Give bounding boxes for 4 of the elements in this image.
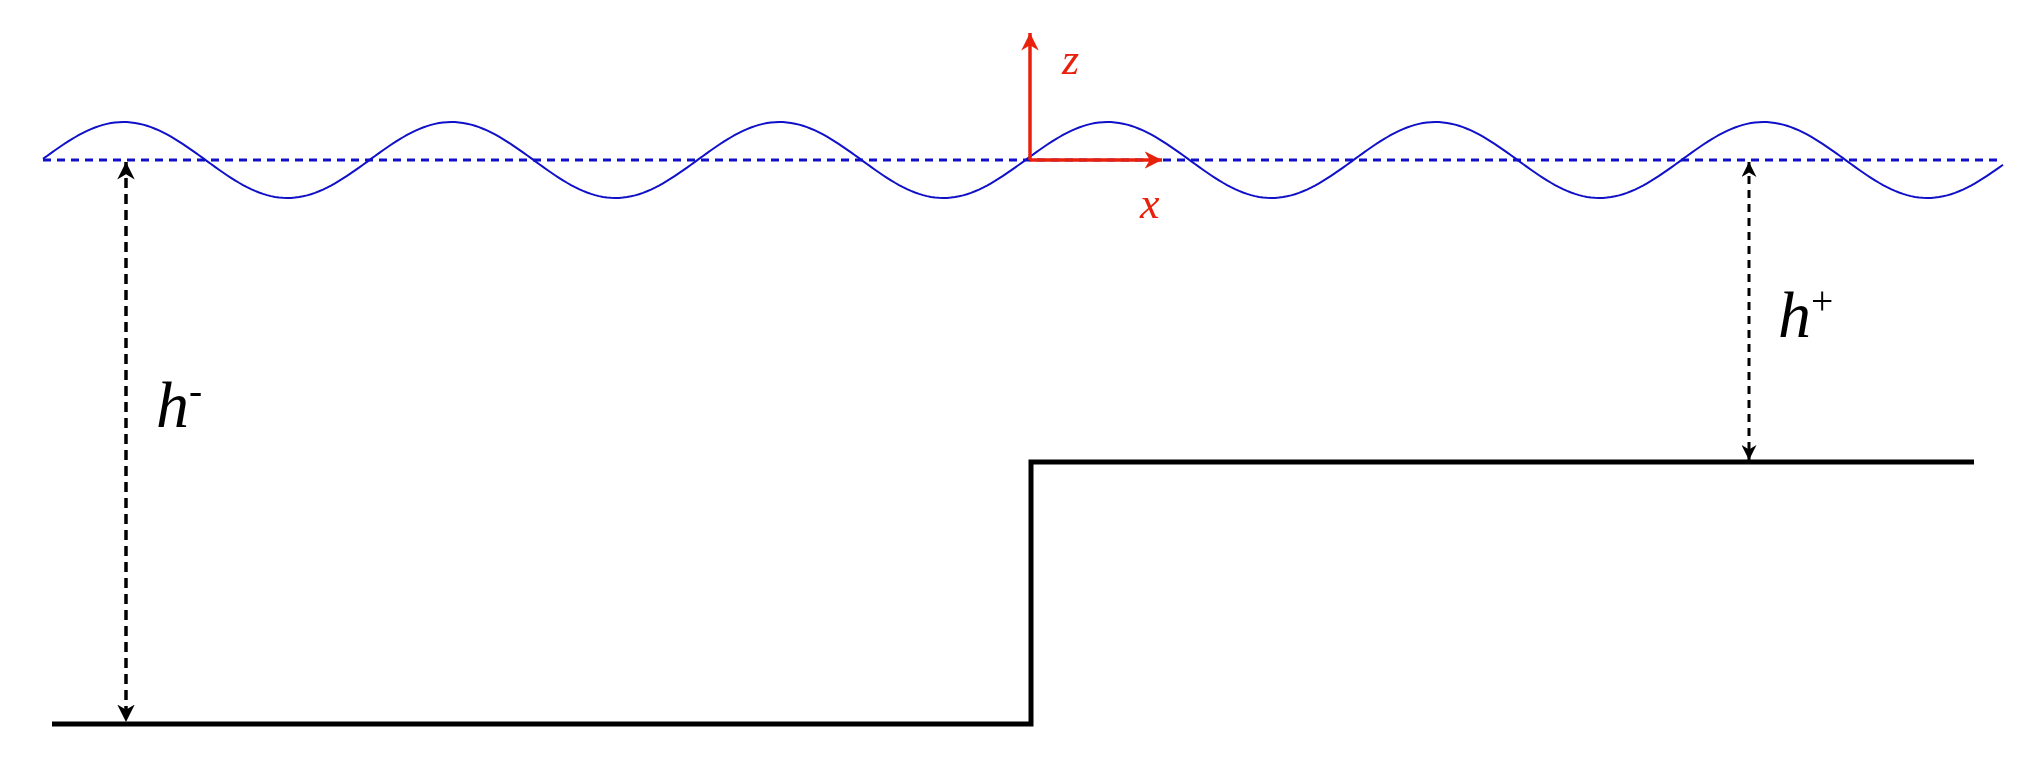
axis-label: z: [1062, 38, 1080, 82]
axis-label: x: [1140, 182, 1160, 226]
dimension-label: h$^{-}$: [156, 372, 203, 438]
dimension-label: h$^{+}$: [1778, 282, 1834, 348]
